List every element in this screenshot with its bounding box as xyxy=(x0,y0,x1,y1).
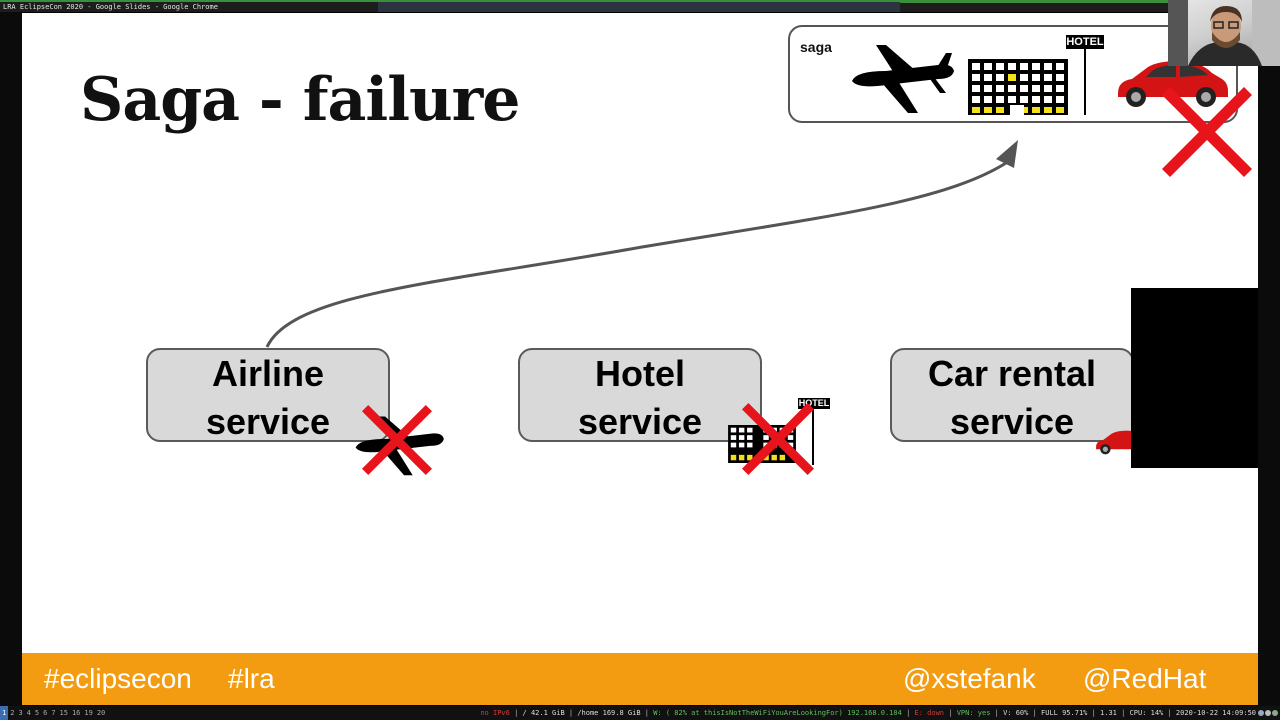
datetime-status: 2020-10-22 14:09:50 xyxy=(1175,709,1256,717)
red-x-icon xyxy=(1162,87,1252,177)
hotel-building-icon xyxy=(968,59,1068,115)
vpn-status: VPN: yes xyxy=(956,709,991,717)
slide-footer: #eclipsecon #lra @xstefank @RedHat xyxy=(22,653,1258,705)
battery-status: FULL 95.71% xyxy=(1041,709,1088,717)
hashtag-eclipsecon: #eclipsecon xyxy=(44,663,192,694)
load-status: 1.31 xyxy=(1100,709,1117,717)
hotel-sign-pole xyxy=(1084,49,1086,115)
saga-box: saga HOTEL xyxy=(788,25,1238,123)
workspace-button-2[interactable]: 2 xyxy=(10,709,15,717)
workspace-button-1[interactable]: 1 xyxy=(0,706,9,720)
hotel-sign-pole xyxy=(812,409,814,465)
title-bar-accent xyxy=(900,2,1280,3)
hotel-service-line2: service xyxy=(577,401,703,442)
presenter-avatar xyxy=(1168,0,1280,66)
cpu-status: CPU: 14% xyxy=(1129,709,1164,717)
ipv6-status: no IPv6 xyxy=(480,709,510,717)
workspace-button-5[interactable]: 5 xyxy=(34,709,40,717)
workspace-button-3[interactable]: 3 xyxy=(18,709,23,717)
workspace-button-19[interactable]: 19 xyxy=(84,709,93,717)
workspace-button-20[interactable]: 20 xyxy=(96,709,106,717)
workspace-button-16[interactable]: 16 xyxy=(71,709,81,717)
system-tray-icons[interactable] xyxy=(1258,709,1278,717)
car-rental-service-line2: service xyxy=(949,401,1075,442)
car-rental-service-line1: Car rental xyxy=(927,353,1097,394)
airline-service-line2: service xyxy=(205,401,331,442)
airline-service-box: Airline service xyxy=(146,348,390,442)
webcam-overlay xyxy=(1168,0,1280,66)
saga-label: saga xyxy=(800,39,832,55)
hotel-sign-icon: HOTEL xyxy=(798,398,830,409)
ethernet-status: E: down xyxy=(914,709,945,717)
disk-root-status: / 42.1 GiB xyxy=(522,709,565,717)
disk-home-status: /home 169.8 GiB xyxy=(577,709,641,717)
red-x-icon xyxy=(362,405,432,475)
slide-canvas: Saga - failure saga xyxy=(22,13,1258,705)
window-title: LRA EclipseCon 2020 - Google Slides - Go… xyxy=(3,3,218,11)
hotel-sign-icon: HOTEL xyxy=(1066,35,1104,49)
left-screen-border xyxy=(0,12,22,706)
volume-status: V: 60% xyxy=(1003,709,1029,717)
wifi-status: W: ( 82% at thisIsNotTheWiFiYouAreLookin… xyxy=(653,709,902,717)
workspace-button-15[interactable]: 15 xyxy=(59,709,68,717)
hotel-service-line1: Hotel xyxy=(595,353,685,394)
airline-service-line1: Airline xyxy=(211,353,325,394)
workspace-button-7[interactable]: 7 xyxy=(51,709,56,717)
hashtag-lra: #lra xyxy=(228,663,275,694)
browser-tab-strip[interactable] xyxy=(378,2,900,12)
handle-redhat: @RedHat xyxy=(1083,663,1207,694)
occluding-black-block xyxy=(1131,288,1258,468)
workspace-button-4[interactable]: 4 xyxy=(26,709,31,717)
car-rental-service-box: Car rental service xyxy=(890,348,1134,442)
window-title-bar: LRA EclipseCon 2020 - Google Slides - Go… xyxy=(0,0,1280,12)
right-screen-border xyxy=(1258,12,1280,706)
red-car-icon xyxy=(1118,61,1228,107)
workspace-button-6[interactable]: 6 xyxy=(43,709,48,717)
red-x-icon xyxy=(742,403,814,475)
plane-icon xyxy=(852,45,954,113)
hotel-service-box: Hotel service xyxy=(518,348,762,442)
compensation-arrow xyxy=(265,140,1018,348)
handle-xstefank: @xstefank xyxy=(903,663,1036,694)
slide-title: Saga - failure xyxy=(80,65,520,135)
status-indicators: no IPv6 | / 42.1 GiB | /home 169.8 GiB |… xyxy=(480,709,1256,717)
